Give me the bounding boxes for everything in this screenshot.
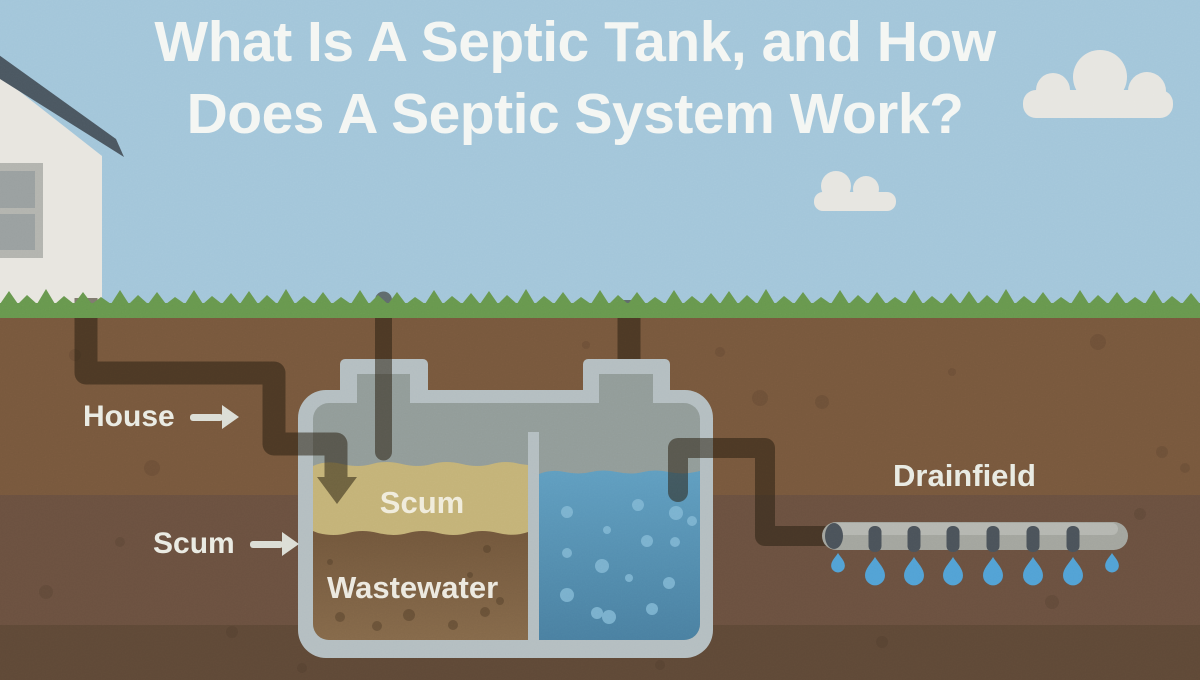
- arrow-right-icon: [189, 405, 239, 429]
- title-line-1: What Is A Septic Tank, and How: [154, 10, 996, 74]
- house-callout-label: House: [83, 400, 175, 433]
- arrow-shaft: [249, 540, 283, 548]
- drainfield-label: Drainfield: [893, 458, 1036, 493]
- tank-divider-wall: [528, 432, 539, 640]
- arrow-head: [281, 532, 299, 556]
- infographic-title: What Is A Septic Tank, and How Does A Se…: [0, 6, 1150, 150]
- septic-tank: [298, 359, 713, 658]
- scum-callout-label: Scum: [153, 527, 235, 560]
- scum-callout: Scum: [153, 527, 299, 561]
- drainfield-pipe-opening: [825, 523, 843, 549]
- tank-wastewater-label: Wastewater: [327, 570, 499, 605]
- tank-scum-label: Scum: [379, 485, 465, 520]
- house-window: [0, 163, 43, 258]
- title-line-2: Does A Septic System Work?: [186, 82, 964, 146]
- arrow-head: [221, 405, 239, 429]
- arrow-shaft: [189, 413, 223, 421]
- house-callout: House: [83, 400, 239, 434]
- arrow-right-icon: [249, 532, 299, 556]
